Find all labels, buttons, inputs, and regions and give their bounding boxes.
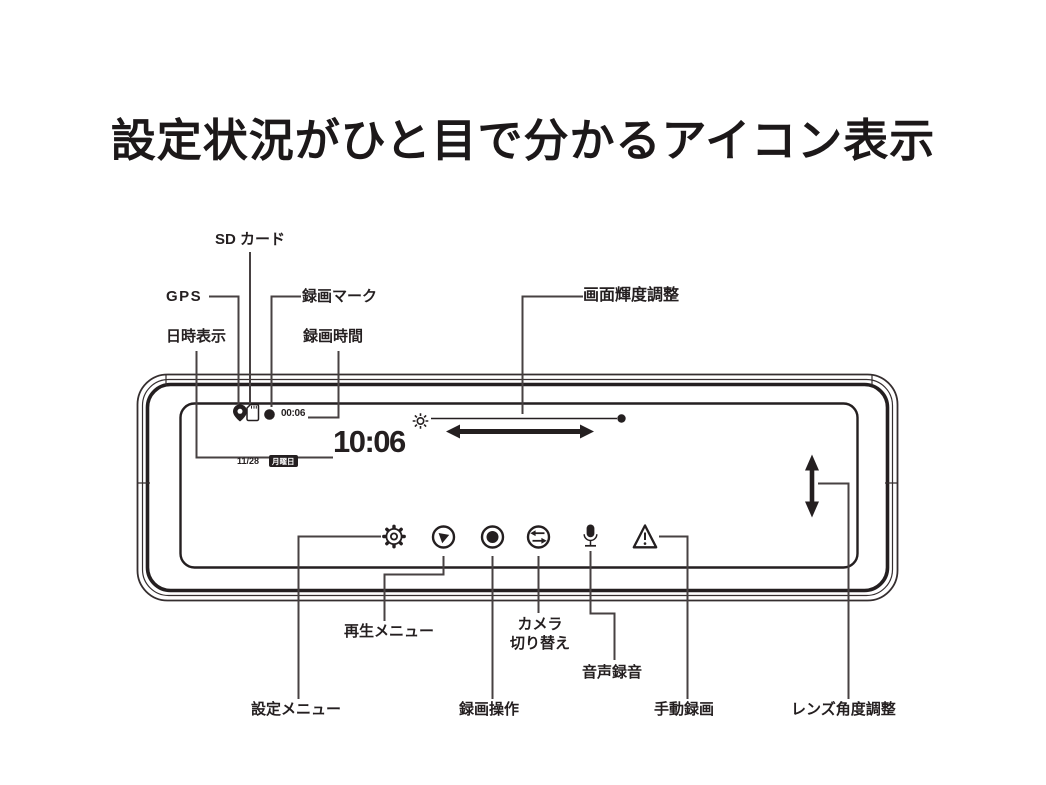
play-icon bbox=[431, 525, 456, 549]
callout-datetime-display: 日時表示 bbox=[166, 328, 227, 345]
microphone-icon bbox=[583, 524, 598, 547]
line-play-menu bbox=[383, 556, 445, 621]
callout-sd-card: SD カード bbox=[215, 231, 286, 248]
callout-lens-angle: レンズ角度調整 bbox=[791, 701, 896, 718]
line-rec-mark bbox=[270, 295, 301, 407]
brightness-sun-icon bbox=[412, 413, 429, 429]
callout-rec-time: 録画時間 bbox=[303, 328, 364, 345]
record-button-icon bbox=[480, 525, 505, 549]
line-brightness bbox=[521, 295, 583, 414]
button-row-icons bbox=[382, 524, 658, 549]
brightness-control bbox=[412, 413, 626, 439]
slider-end-dot bbox=[617, 414, 626, 423]
mirror-device-frame bbox=[136, 373, 899, 602]
record-dot-icon bbox=[264, 409, 275, 420]
callout-audio-rec: 音声録音 bbox=[582, 664, 643, 681]
callout-play-menu: 再生メニュー bbox=[344, 623, 435, 640]
warning-triangle-icon bbox=[632, 524, 658, 549]
callout-camera-switch-line1: カメラ bbox=[517, 616, 563, 633]
line-manual-rec bbox=[659, 535, 689, 699]
gear-icon bbox=[382, 524, 406, 549]
callout-gps: GPS bbox=[166, 288, 203, 305]
line-settings-menu bbox=[297, 535, 381, 699]
camera-switch-icon bbox=[526, 525, 551, 549]
vertical-double-arrow bbox=[805, 454, 819, 518]
rec-elapsed-time: 00:06 bbox=[281, 408, 306, 419]
display-screen bbox=[179, 402, 859, 569]
line-lens-angle bbox=[818, 482, 850, 699]
line-audio-rec bbox=[589, 551, 616, 660]
callout-camera-switch: カメラ 切り替え bbox=[480, 615, 600, 653]
horizontal-double-arrow bbox=[446, 424, 594, 439]
gps-pin-icon bbox=[233, 404, 247, 422]
sd-card-icon bbox=[246, 403, 260, 422]
line-gps bbox=[209, 295, 240, 404]
callout-camera-switch-line2: 切り替え bbox=[509, 635, 570, 652]
date-value: 11/28 bbox=[237, 456, 260, 466]
callout-lines bbox=[195, 252, 850, 699]
callout-settings-menu: 設定メニュー bbox=[251, 701, 342, 718]
callout-rec-mark: 録画マーク bbox=[302, 288, 378, 305]
callout-manual-rec: 手動録画 bbox=[654, 701, 715, 718]
clock-time: 10:06 bbox=[333, 424, 406, 459]
callout-brightness: 画面輝度調整 bbox=[583, 287, 680, 304]
page-title: 設定状況がひと目で分かるアイコン表示 bbox=[110, 115, 936, 166]
line-rec-time bbox=[308, 351, 340, 419]
weekday-badge: 月曜日 bbox=[269, 455, 298, 467]
callout-rec-operation: 録画操作 bbox=[459, 701, 520, 718]
status-bar-icons bbox=[233, 403, 275, 422]
